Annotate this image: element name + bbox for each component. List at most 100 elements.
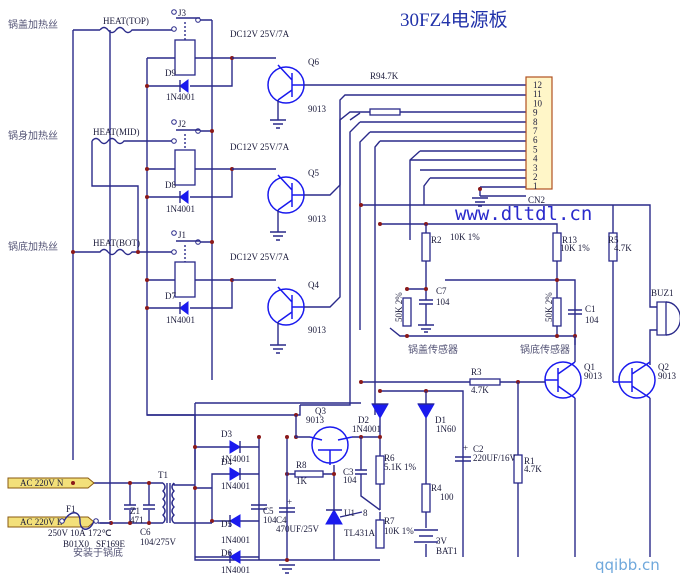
fuse-note: 安装于锅底 [73,546,123,559]
connector-pin-5: 5 [533,144,538,154]
tl431-icon [325,508,343,525]
resistor-r6 [375,455,385,485]
c2-value: 220UF/16V [473,453,517,463]
d3-name: D3 [221,429,232,439]
c2-name: C2 [473,444,484,454]
q3-part: 9013 [306,415,325,425]
heater-name: HEAT(TOP) [103,16,149,26]
heater-row-top: 锅盖加热丝 HEAT(TOP) J3 D9 1N4001 DC12V 25V/7… [8,8,327,129]
connector-pin-9: 9 [533,108,538,118]
r7-value: 10K 1% [384,526,414,536]
ac-neutral-terminal[interactable]: AC 220V N [7,477,95,489]
d2-name: D2 [358,415,369,425]
c5-value: 104 [263,515,277,525]
sensor-top-label: 锅盖传感器 [408,343,458,356]
d2-part: 1N4001 [352,424,381,434]
fuse-name: F1 [66,504,76,514]
u1-part: TL431A [344,528,375,538]
q2-part: 9013 [658,371,677,381]
relay-coil [174,149,196,186]
d6-part: 1N4001 [221,565,250,575]
battery-icon [414,529,438,557]
d4-name: D4 [221,457,232,467]
r2-value: 10K 1% [450,232,480,242]
c4-name: C4 [276,515,287,525]
r3-value: 4.7K [471,385,489,395]
fuse-rating: 250V 10A [48,528,86,538]
connector-pin-6: 6 [533,135,538,145]
heater-name: HEAT(BOT) [93,238,140,248]
resistor-r7 [375,519,385,549]
transistor-part: 9013 [308,104,327,114]
connector-pin-8: 8 [533,117,538,127]
r1-value: 4.7K [524,464,542,474]
c6-name: C6 [140,527,151,537]
c7-value: 104 [436,297,450,307]
flyback-diode-icon [179,79,189,93]
buzzer-icon [665,301,680,336]
c6-value: 104/275V [140,537,177,547]
bridge-rectifier: D3 1N4001 D4 1N4001 D5 1N4001 D6 1N4001 [193,429,259,575]
c3-name: C3 [343,467,354,477]
c1-value: 104 [585,315,599,325]
heater-name: HEAT(MID) [93,127,140,137]
d1-part: 1N60 [436,424,456,434]
watermark-dltdl: www.dltdl.cn [455,203,592,225]
diode-d5-icon [229,514,241,528]
heater-row-mid: 锅身加热丝 HEAT(MID) J2 D8 1N4001 DC12V 25V/7… [8,119,327,250]
diagram-title: 30FZ4电源板 [400,9,508,31]
buzzer-label: BUZ1 [651,288,674,298]
svg-text:+: + [287,497,292,507]
transistor-label: Q4 [308,280,319,290]
watermark-qqibb: qqibb.cn [595,556,660,574]
resistor-r3 [469,378,501,386]
diode-d1-icon [417,403,435,420]
transistor-q2-icon [618,361,656,399]
heater-row-bottom: 锅底加热丝 HEAT(BOT) J1 D7 1N4001 DC12V 25V/7… [8,230,327,354]
r8-name: R8 [296,460,307,470]
u1-name: U1 [344,508,355,518]
r13-value: 10K 1% [560,243,590,253]
r2-name: R2 [431,235,442,245]
r4-value: 100 [440,492,454,502]
q2-name: Q2 [658,362,669,372]
diode-label: D9 [165,68,176,78]
heater-cn-label: 锅身加热丝 [8,129,58,142]
transistor-label: Q6 [308,57,319,67]
ac-live-label: AC 220V L [20,517,62,527]
c3-value: 104 [343,475,357,485]
ac-live-terminal[interactable]: AC 220V L [7,512,111,530]
diode-part: 1N4001 [166,204,195,214]
heater-cn-label: 锅底加热丝 [8,240,58,253]
ac-neutral-label: AC 220V N [20,478,64,488]
buzzer-body [656,301,667,336]
c5-name: C5 [263,506,274,516]
q1-name: Q1 [584,362,595,372]
relay-coil [174,261,196,298]
resistor-r1 [513,454,523,484]
connector-label: CN2 [528,195,545,205]
connector-pin-10: 10 [533,98,543,108]
flyback-diode-icon [179,301,189,315]
relay-spec: DC12V 25V/7A [230,142,290,152]
thermistor-bottom [552,297,562,327]
r6-name: R6 [384,453,395,463]
connector-pin-11: 11 [533,89,542,99]
r4-name: R4 [431,483,442,493]
d4-part: 1N4001 [221,481,250,491]
diode-d4-icon [229,467,241,481]
transistor-part: 9013 [308,325,327,335]
d1-name: D1 [435,415,446,425]
battery-voltage: 3V [436,536,448,546]
connector-pin-3: 3 [533,163,538,173]
relay-label: J2 [178,119,186,129]
z1-value: 471 [130,515,144,525]
heater-element-icon [99,26,173,34]
q1-part: 9013 [584,371,603,381]
connector-pin-1: 1 [533,181,538,191]
fuse-code1: B01X0 [63,539,90,549]
diode-d6-icon [229,550,241,564]
